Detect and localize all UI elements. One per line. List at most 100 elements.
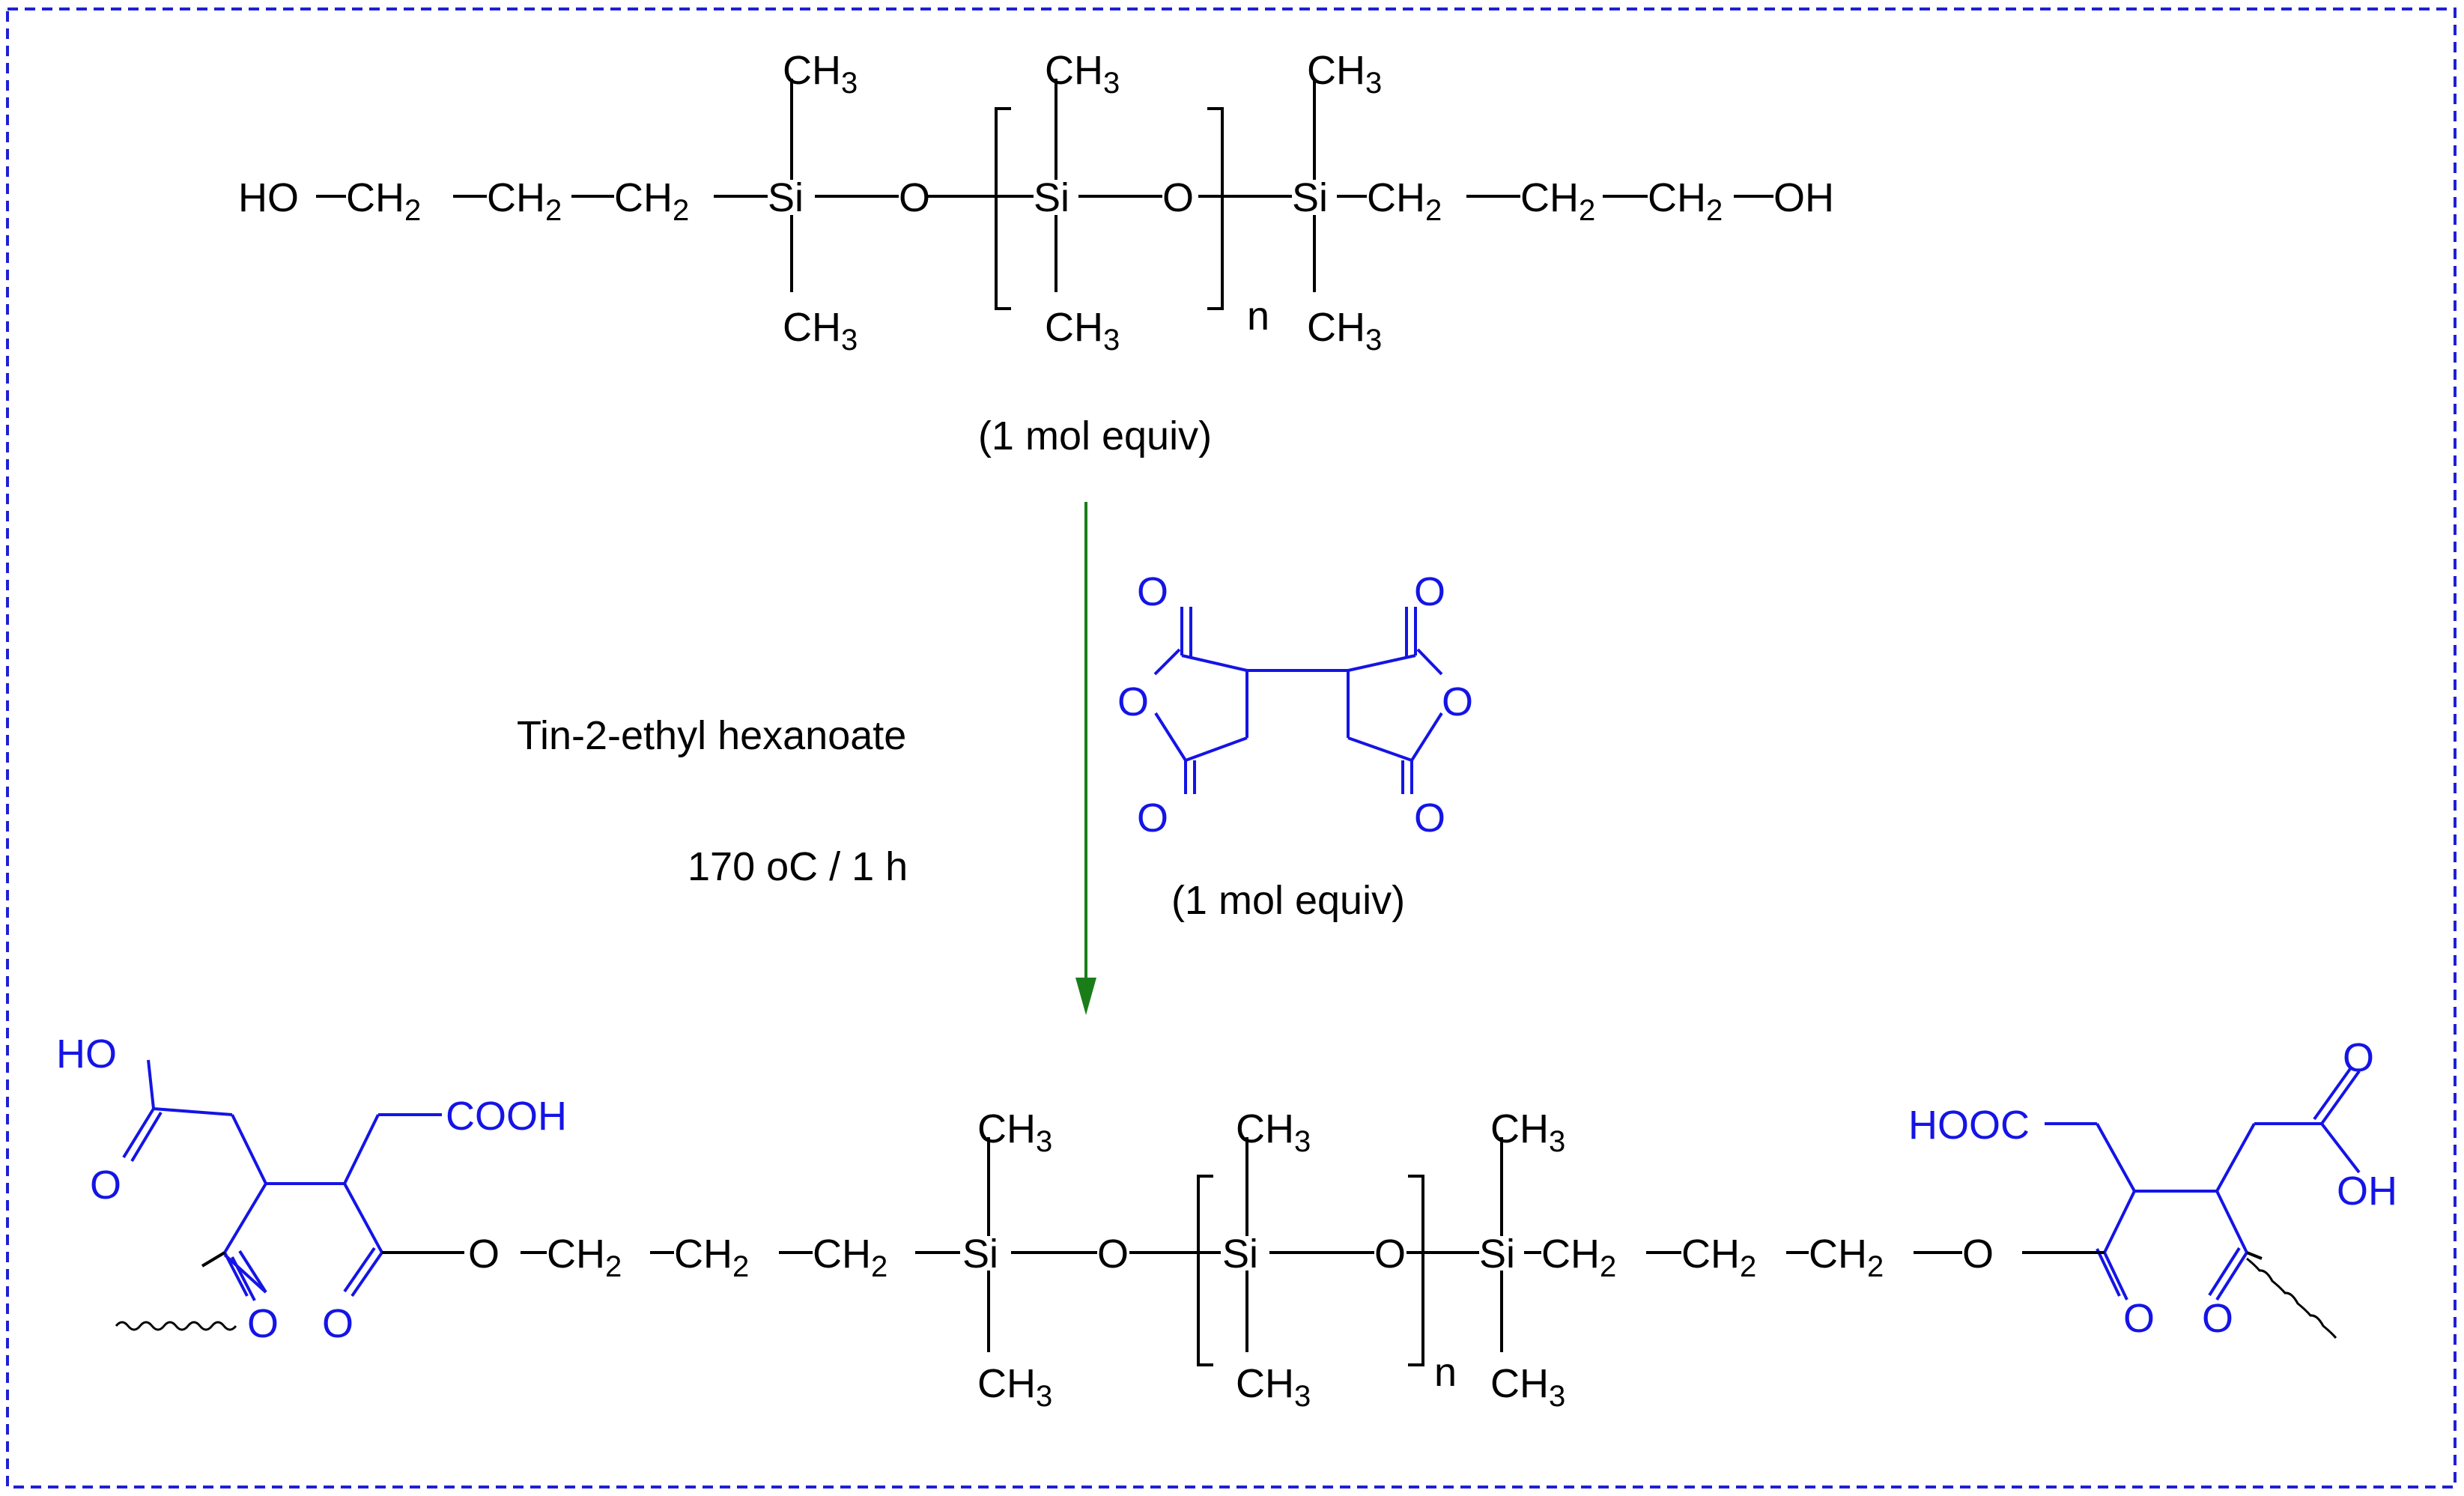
reactant-ch3-text: CH	[1307, 305, 1365, 350]
product-o: O	[322, 1301, 353, 1346]
anhydride-o: O	[1414, 796, 1445, 841]
reactant-ch3-text: CH	[783, 48, 841, 93]
svg-text:CH3: CH3	[1236, 1106, 1311, 1158]
product-ch2-text: CH	[547, 1232, 605, 1277]
reactant-ch2-text: CH	[1367, 175, 1425, 220]
reactant-sub: 3	[841, 324, 858, 357]
reactant-sub: 3	[1103, 324, 1120, 357]
product-sub: 3	[1549, 1125, 1565, 1158]
reactant-si: Si	[768, 175, 804, 220]
product-o: O	[247, 1301, 279, 1346]
product-sub: 2	[1740, 1250, 1756, 1283]
product-sub: 2	[871, 1250, 887, 1283]
product-o: O	[2343, 1035, 2374, 1080]
svg-text:CH2: CH2	[1648, 175, 1723, 227]
svg-text:CH3: CH3	[1307, 48, 1382, 100]
reactant-o: O	[899, 175, 930, 220]
svg-text:CH3: CH3	[1490, 1361, 1565, 1413]
reactant-ch3-text: CH	[1045, 305, 1103, 350]
reactant-ch2-text: CH	[346, 175, 404, 220]
anhydride-o: O	[1117, 679, 1149, 724]
anhydride-o: O	[1137, 569, 1168, 614]
svg-text:CH2: CH2	[547, 1232, 622, 1283]
reactant-sub: 2	[673, 194, 689, 227]
product-cooh: COOH	[446, 1094, 567, 1139]
product-o: O	[1097, 1232, 1129, 1277]
reactant-o: O	[1162, 175, 1194, 220]
product-o: O	[1962, 1232, 1994, 1277]
reactant-oh: OH	[1773, 175, 1834, 220]
reactant-ch3-text: CH	[1307, 48, 1365, 93]
anhydride-o: O	[1414, 569, 1445, 614]
reactant-ch2-text: CH	[487, 175, 545, 220]
product-o: O	[2123, 1296, 2155, 1341]
product-sub: 3	[1294, 1380, 1311, 1413]
svg-text:CH3: CH3	[1236, 1361, 1311, 1413]
product-si: Si	[1479, 1232, 1515, 1277]
product-ch3-text: CH	[977, 1106, 1036, 1151]
reactant-ch2-text: CH	[1648, 175, 1706, 220]
svg-text:CH2: CH2	[1681, 1232, 1756, 1283]
product-sub: 2	[1867, 1250, 1884, 1283]
product-ch2-text: CH	[1541, 1232, 1600, 1277]
reactant-sub: 3	[841, 67, 858, 100]
product-si: Si	[1222, 1232, 1258, 1277]
product-ch3-text: CH	[1236, 1106, 1294, 1151]
product-repeat-n: n	[1434, 1350, 1457, 1395]
product-o: O	[468, 1232, 500, 1277]
product-sub: 3	[1036, 1380, 1052, 1413]
reactant-sub: 2	[1579, 194, 1595, 227]
svg-text:CH2: CH2	[487, 175, 562, 227]
reactant-sub: 3	[1365, 324, 1382, 357]
dashed-frame	[6, 7, 2457, 1489]
product-ch3-text: CH	[1490, 1106, 1549, 1151]
svg-text:CH2: CH2	[346, 175, 421, 227]
svg-text:CH3: CH3	[977, 1106, 1052, 1158]
product-ho-left: HO	[56, 1032, 117, 1076]
svg-text:CH3: CH3	[1307, 305, 1382, 357]
product-o: O	[90, 1163, 121, 1208]
product-ch2-text: CH	[1681, 1232, 1740, 1277]
reactant-si: Si	[1292, 175, 1328, 220]
svg-text:CH3: CH3	[977, 1361, 1052, 1413]
product-sub: 2	[605, 1250, 622, 1283]
reactant-sub: 3	[1103, 67, 1120, 100]
reactant-sub: 2	[404, 194, 421, 227]
reactant-pdms-diol: HO CH2 CH2 CH2 Si O Si O Si CH2 CH2 CH2 …	[238, 48, 1834, 458]
reaction-arrow	[1075, 502, 1096, 1015]
svg-text:CH3: CH3	[1490, 1106, 1565, 1158]
wavy-bond-right	[2246, 1257, 2337, 1339]
dianhydride-reagent: O O O O O O (1 mol equiv)	[1117, 569, 1473, 923]
svg-text:CH3: CH3	[783, 305, 858, 357]
wavy-bond-left	[115, 1321, 237, 1331]
product-o: O	[2202, 1296, 2233, 1341]
reactant-sub: 2	[1706, 194, 1723, 227]
product-ch3-text: CH	[1236, 1361, 1294, 1406]
product-sub: 2	[1600, 1250, 1616, 1283]
reactant-ho: HO	[238, 175, 299, 220]
reactant-ch2-text: CH	[1520, 175, 1579, 220]
reactant-si: Si	[1034, 175, 1069, 220]
reactant-ch3-text: CH	[783, 305, 841, 350]
product-ch3-text: CH	[1490, 1361, 1549, 1406]
anhydride-o: O	[1442, 679, 1473, 724]
svg-text:CH3: CH3	[783, 48, 858, 100]
product-sub: 3	[1036, 1125, 1052, 1158]
reactant-equiv-label: (1 mol equiv)	[978, 414, 1212, 458]
product-sub: 2	[732, 1250, 749, 1283]
product-ch3-text: CH	[977, 1361, 1036, 1406]
reactant-repeat-n: n	[1247, 294, 1269, 339]
svg-text:CH2: CH2	[1367, 175, 1442, 227]
anhydride-o: O	[1137, 796, 1168, 841]
product-sub: 3	[1294, 1125, 1311, 1158]
svg-text:CH2: CH2	[1541, 1232, 1616, 1283]
svg-text:CH3: CH3	[1045, 305, 1120, 357]
conditions-label: 170 oC / 1 h	[688, 844, 908, 889]
reactant-ch2-text: CH	[614, 175, 673, 220]
svg-text:CH3: CH3	[1045, 48, 1120, 100]
product-ch2-text: CH	[813, 1232, 871, 1277]
reactant-ch3-text: CH	[1045, 48, 1103, 93]
svg-text:CH2: CH2	[813, 1232, 887, 1283]
product-ch2-text: CH	[1809, 1232, 1867, 1277]
